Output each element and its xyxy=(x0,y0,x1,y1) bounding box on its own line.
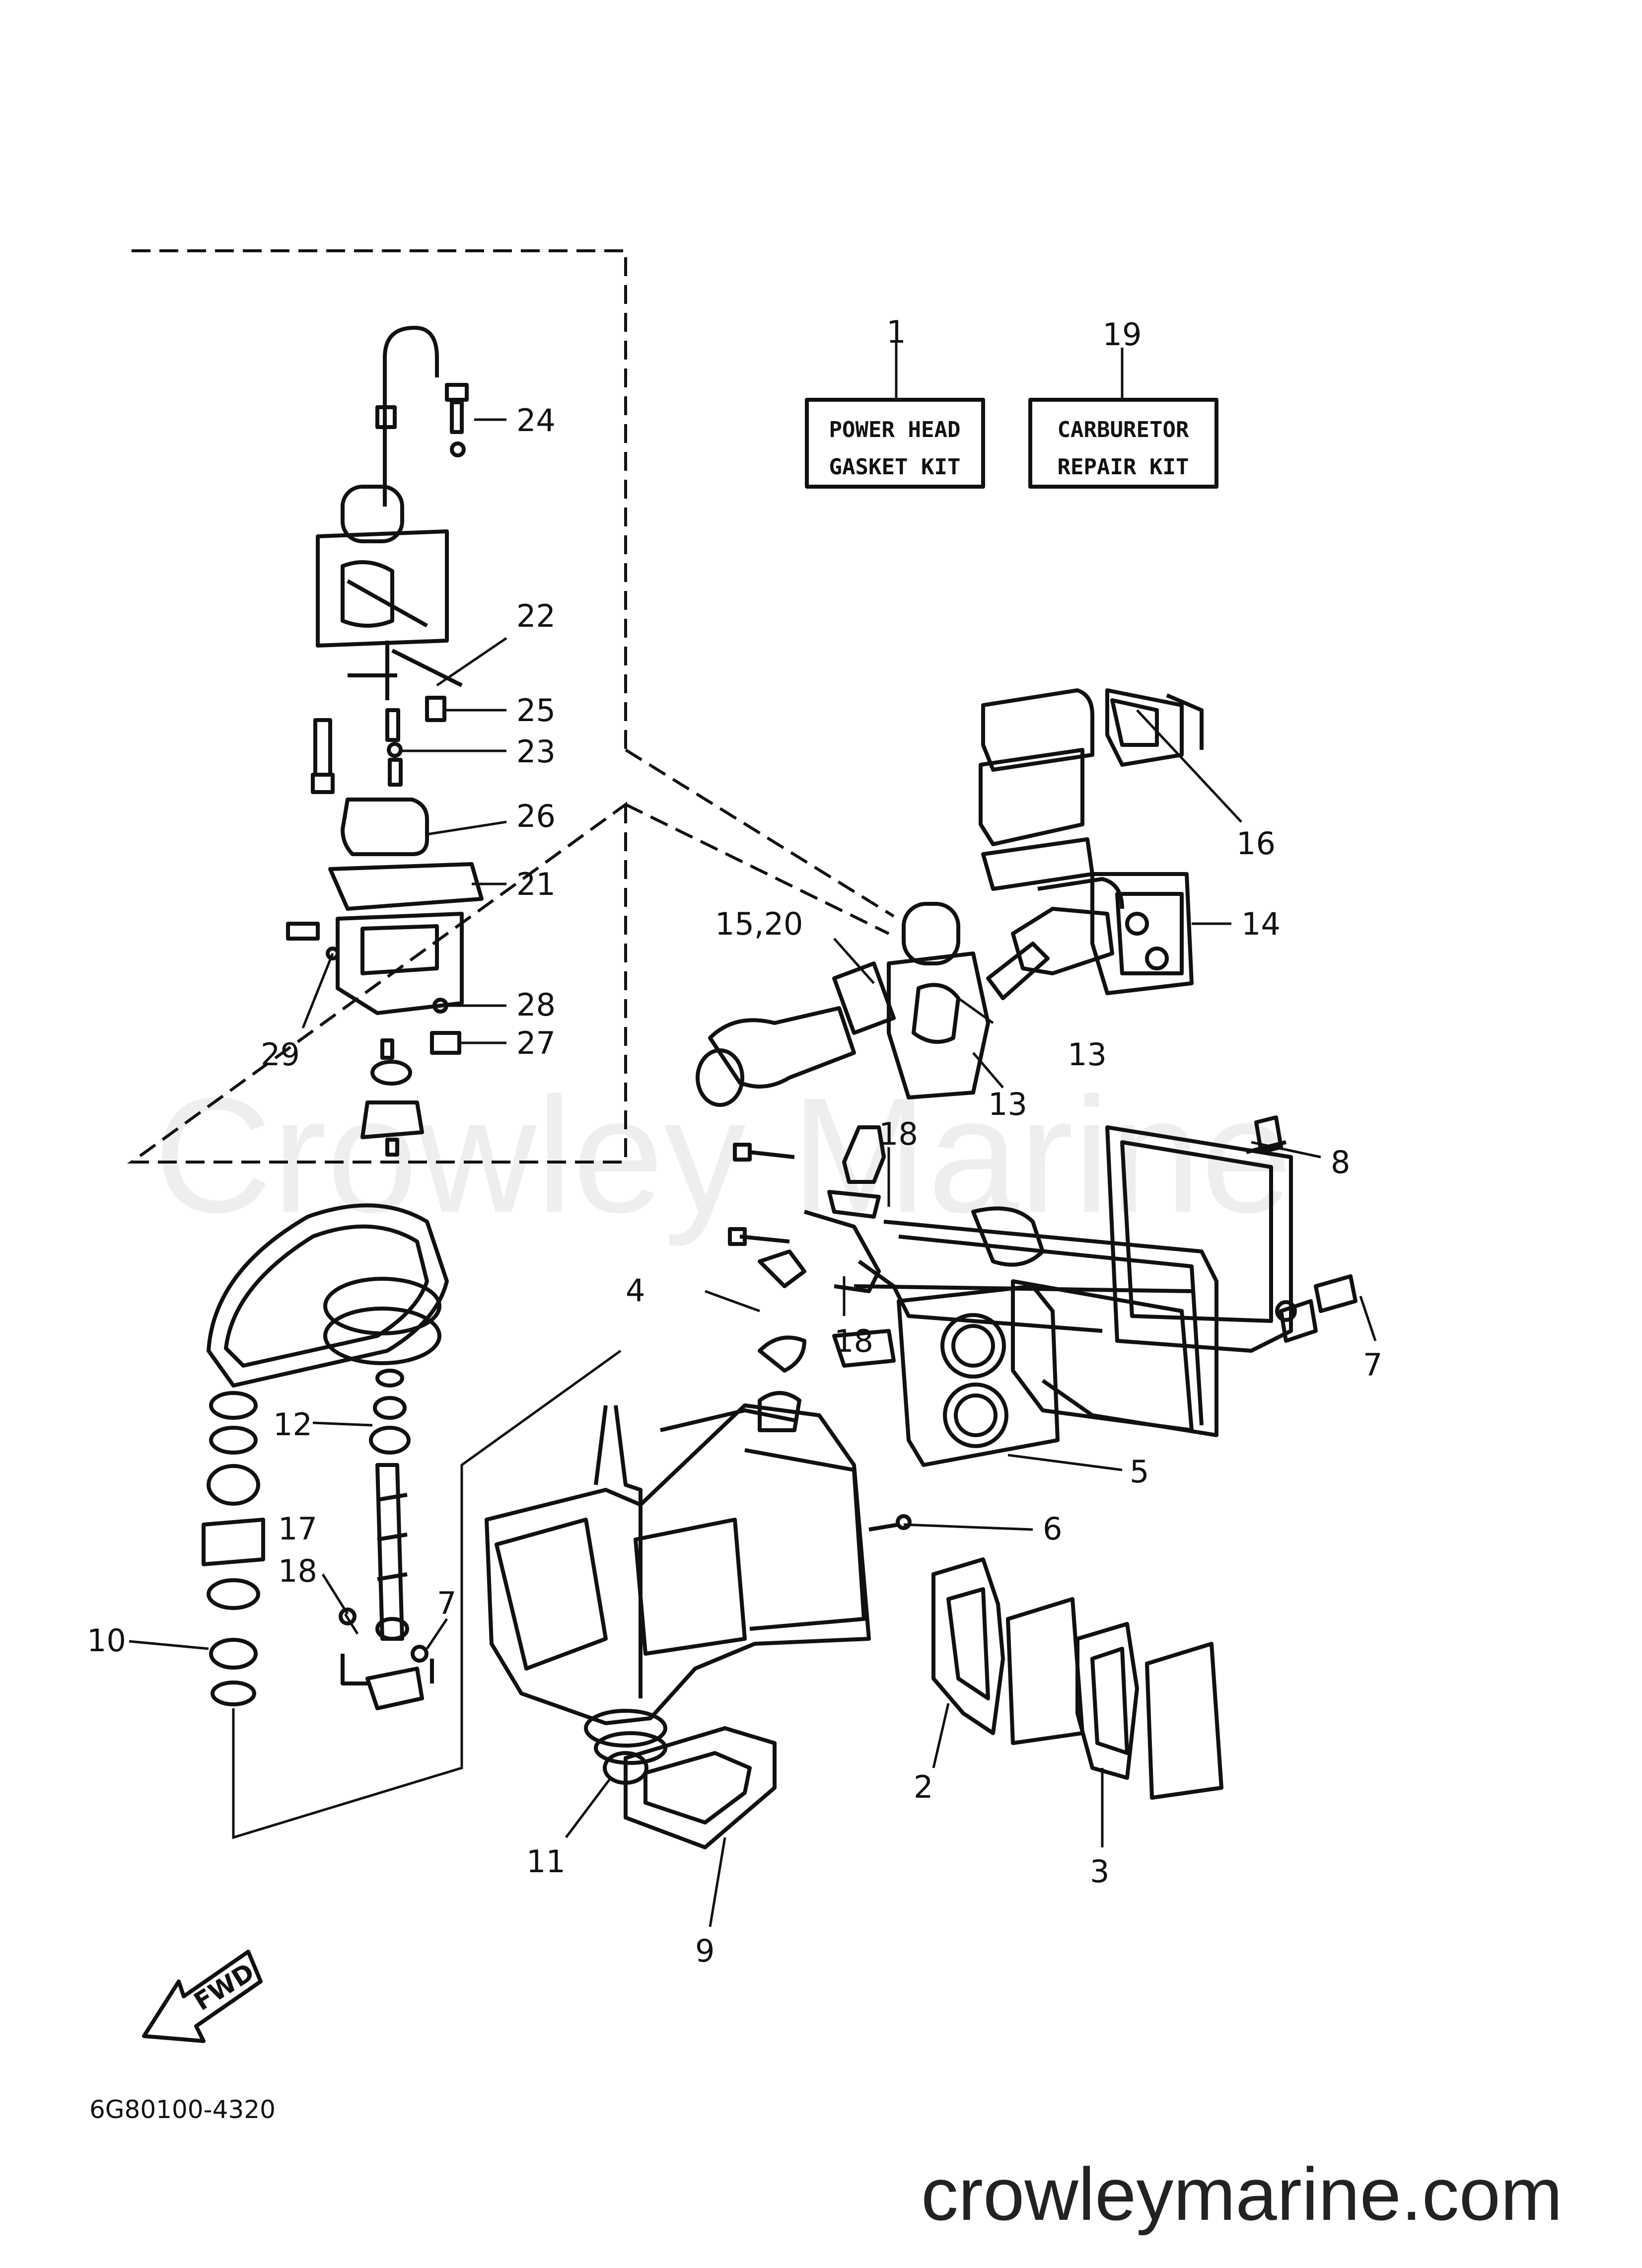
kit-1-line1: POWER HEAD xyxy=(829,417,961,442)
callout-26: 26 xyxy=(516,798,556,834)
website-url[interactable]: crowleymarine.com xyxy=(921,2152,1563,2236)
callout-18-mid: 18 xyxy=(834,1323,873,1359)
cylinder-head-parts xyxy=(728,1115,1357,1467)
callout-17: 17 xyxy=(278,1511,317,1547)
callout-7-left: 7 xyxy=(437,1585,456,1621)
carburetor-group-frame xyxy=(127,249,627,1164)
callout-6: 6 xyxy=(1043,1511,1062,1547)
callout-13-right: 13 xyxy=(1068,1036,1107,1073)
callout-21: 21 xyxy=(516,866,556,902)
callout-24: 24 xyxy=(516,402,556,439)
callout-4: 4 xyxy=(626,1272,645,1309)
callout-23: 23 xyxy=(516,733,556,770)
gasket-plates xyxy=(603,1557,1223,1849)
reed-valve-parts xyxy=(979,688,1204,891)
watermark-text: Crowley Marine xyxy=(154,1063,1292,1247)
diagram-code: 6G80100-4320 xyxy=(89,2095,276,2124)
kit-19-line1: CARBURETOR xyxy=(1058,417,1189,442)
callout-2: 2 xyxy=(914,1769,933,1805)
callout-22: 22 xyxy=(516,598,556,634)
callout-10: 10 xyxy=(87,1622,126,1659)
callout-28: 28 xyxy=(516,987,556,1023)
carburetor-parts xyxy=(286,326,484,1157)
kit-19-line2: REPAIR KIT xyxy=(1058,454,1189,480)
callout-leader-lines xyxy=(129,418,1377,1927)
callout-27: 27 xyxy=(516,1025,556,1061)
crankcase-parts xyxy=(485,1403,912,1765)
callout-numbers: 24 22 25 23 26 21 28 27 29 16 14 15,20 1… xyxy=(87,402,1382,1969)
callout-8: 8 xyxy=(1331,1144,1350,1180)
kit-1-line2: GASKET KIT xyxy=(829,454,961,480)
kit-1-number: 1 xyxy=(886,314,906,350)
callout-5: 5 xyxy=(1130,1454,1149,1490)
intake-manifold-parts xyxy=(696,872,1194,1107)
callout-13-left: 13 xyxy=(988,1086,1027,1122)
callout-12: 12 xyxy=(273,1406,312,1443)
belt-and-camshaft-parts xyxy=(202,1203,622,1839)
callout-18-top: 18 xyxy=(879,1116,918,1152)
kit-box-power-head xyxy=(805,343,985,489)
callout-3: 3 xyxy=(1090,1853,1109,1890)
carburetor-pointer-lines xyxy=(625,748,895,935)
callout-16: 16 xyxy=(1236,825,1276,862)
callout-9: 9 xyxy=(695,1933,714,1969)
callout-7-right: 7 xyxy=(1363,1347,1382,1383)
kit-19-number: 19 xyxy=(1103,316,1142,353)
callout-11: 11 xyxy=(526,1843,566,1880)
forward-arrow-icon xyxy=(142,1950,263,2043)
callout-14: 14 xyxy=(1241,906,1281,942)
callout-29: 29 xyxy=(261,1036,300,1073)
callout-15-20: 15,20 xyxy=(715,906,803,942)
callout-25: 25 xyxy=(516,692,556,729)
kit-box-carburetor xyxy=(1028,348,1218,489)
callout-18-left: 18 xyxy=(278,1553,317,1589)
